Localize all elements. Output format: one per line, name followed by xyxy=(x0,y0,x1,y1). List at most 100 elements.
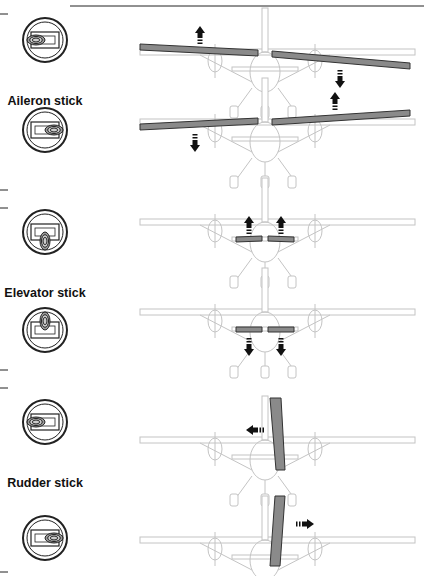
airframe-line xyxy=(236,476,252,498)
airframe-line xyxy=(200,125,252,152)
airplane-outline xyxy=(140,178,415,288)
arrow-shaft xyxy=(198,40,203,42)
wheel xyxy=(288,106,296,118)
tick-mark xyxy=(0,190,8,191)
transmitter-stick-icon xyxy=(23,18,67,62)
airframe-line xyxy=(278,443,330,470)
arrow-head xyxy=(335,81,345,88)
arrow-shaft xyxy=(193,137,198,139)
airframe-line xyxy=(215,304,216,338)
arrow-head xyxy=(190,145,200,152)
stick-tip xyxy=(50,536,57,540)
stick-label: Aileron stick xyxy=(7,94,82,108)
motion-arrow xyxy=(244,338,254,356)
stick-tip xyxy=(30,419,43,426)
wheel xyxy=(288,366,296,378)
rule-line xyxy=(70,6,424,7)
arrow-shaft xyxy=(302,522,307,527)
arrow-shaft xyxy=(279,344,284,349)
arrow-shaft xyxy=(247,223,252,228)
arrow-shaft xyxy=(247,230,252,232)
arrow-shaft xyxy=(299,522,301,527)
control-surface xyxy=(236,327,262,332)
airframe-line xyxy=(236,88,252,110)
arrow-shaft xyxy=(338,73,343,75)
arrow-shaft xyxy=(279,233,284,235)
horizontal-stabilizer xyxy=(232,67,298,71)
arrow-shaft xyxy=(247,344,252,349)
arrow-shaft xyxy=(279,338,284,340)
stick-tip xyxy=(42,315,49,328)
stick-tip xyxy=(32,38,39,42)
motion-arrow xyxy=(190,134,200,152)
gimbal-ring xyxy=(27,312,63,348)
arrow-shaft xyxy=(279,341,284,343)
arrow-shaft xyxy=(193,140,198,145)
airframe-line xyxy=(215,432,216,466)
arrow-head xyxy=(330,92,340,99)
control-surface xyxy=(268,327,294,332)
gimbal-ring xyxy=(23,108,67,152)
airplane-outline xyxy=(140,78,415,188)
vertical-tail xyxy=(262,268,268,312)
gimbal-ring xyxy=(27,112,63,148)
stick-tip xyxy=(32,420,39,424)
stick-tip xyxy=(45,125,63,135)
airplane-outline xyxy=(140,496,415,576)
airframe-line xyxy=(200,543,252,570)
wheel xyxy=(230,106,238,118)
tick-mark xyxy=(0,208,8,209)
tick-mark xyxy=(0,14,8,15)
arrow-shaft xyxy=(198,33,203,38)
arrow-head xyxy=(244,216,254,223)
airframe-line xyxy=(236,258,252,280)
wheel xyxy=(230,176,238,188)
vertical-tail xyxy=(262,496,268,540)
control-surface xyxy=(268,236,294,242)
control-surface xyxy=(272,51,410,69)
control-surface xyxy=(236,236,262,242)
fuselage xyxy=(250,222,280,262)
airframe-line xyxy=(315,432,316,466)
wing xyxy=(140,309,415,315)
arrow-shaft xyxy=(198,43,203,45)
arrow-shaft xyxy=(338,76,343,81)
control-surface xyxy=(270,496,285,566)
airframe-line xyxy=(215,214,216,248)
gimbal-ring xyxy=(23,516,67,560)
stick-label: Rudder stick xyxy=(7,476,83,490)
tick-mark xyxy=(0,370,8,371)
wheel xyxy=(230,366,238,378)
arrow-shaft xyxy=(193,134,198,136)
motion-arrow xyxy=(296,519,314,529)
control-surface xyxy=(272,110,410,125)
airframe-line xyxy=(215,532,216,566)
stick-tip xyxy=(43,317,47,324)
stick-label: Elevator stick xyxy=(4,286,85,300)
arrow-head xyxy=(276,216,286,223)
vertical-tail xyxy=(262,178,268,222)
airplane-outline xyxy=(140,8,415,118)
airframe-line xyxy=(278,125,330,152)
arrow-shaft xyxy=(263,428,265,433)
motion-arrow xyxy=(335,70,345,88)
airframe-line xyxy=(315,214,316,248)
arrow-head xyxy=(307,519,314,529)
control-surface xyxy=(140,118,258,130)
vertical-tail xyxy=(262,78,268,122)
arrow-head xyxy=(195,26,205,33)
arrow-shaft xyxy=(260,428,262,433)
arrow-head xyxy=(246,425,253,435)
gimbal-ring xyxy=(27,404,63,440)
tick-mark xyxy=(0,572,8,573)
transmitter-stick-icon xyxy=(23,108,67,152)
vertical-tail xyxy=(262,396,268,440)
arrow-shaft xyxy=(333,99,338,104)
stick-tip xyxy=(30,37,43,44)
arrow-shaft xyxy=(247,341,252,343)
transmitter-stick-icon xyxy=(23,516,67,560)
stick-tip xyxy=(27,35,45,45)
stick-tip xyxy=(27,417,45,427)
wheel xyxy=(230,276,238,288)
